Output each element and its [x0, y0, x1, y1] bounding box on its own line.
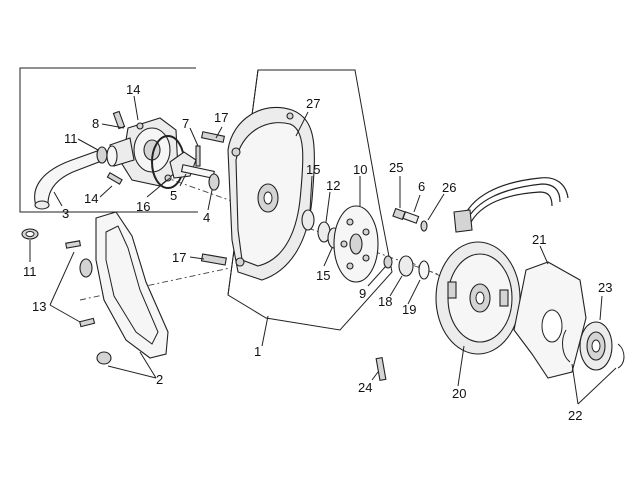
callout-labels: 14 8 11 3 14 16 7 5 4 17 11 13 17 27 15 …	[23, 82, 612, 423]
callout-3: 3	[62, 206, 69, 221]
water-pump-icon	[106, 117, 179, 187]
callout-15a: 15	[306, 162, 320, 177]
cover-group-frame	[227, 69, 393, 331]
side-cover-icon	[79, 211, 169, 365]
callout-2: 2	[156, 372, 163, 387]
callout-26: 26	[442, 180, 456, 195]
callout-21: 21	[532, 232, 546, 247]
circlip-right-icon	[617, 343, 625, 369]
callout-18: 18	[378, 294, 392, 309]
callout-17a: 17	[214, 110, 228, 125]
callout-25: 25	[389, 160, 403, 175]
leader-lines	[29, 95, 617, 405]
rotor-icon	[579, 321, 613, 371]
pulse-plate-hole	[541, 309, 563, 343]
callout-24: 24	[358, 380, 372, 395]
callout-22: 22	[568, 408, 582, 423]
washer-icon	[208, 173, 220, 191]
pump-shaft-icon	[169, 151, 215, 179]
bolt-icon	[65, 240, 82, 249]
callout-16: 16	[136, 199, 150, 214]
bolt-lower-icon	[200, 253, 227, 266]
pump-group-frame	[19, 67, 198, 213]
callout-5: 5	[170, 188, 177, 203]
callout-14a: 14	[126, 82, 140, 97]
flywheel-cover-icon	[227, 106, 315, 281]
callout-13: 13	[32, 299, 46, 314]
callout-1: 1	[254, 344, 261, 359]
circlip-icon	[562, 329, 571, 363]
flywheel-nut-icon	[398, 255, 414, 277]
fitting-ring-icon	[420, 220, 428, 232]
impeller-icon	[333, 205, 379, 283]
spacer-icon	[383, 255, 393, 269]
axis-side-cover	[79, 267, 231, 301]
callout-19: 19	[402, 302, 416, 317]
callout-23: 23	[598, 280, 612, 295]
hose-clamp-lower-inner	[25, 231, 35, 237]
callout-15b: 15	[316, 268, 330, 283]
callout-10: 10	[353, 162, 367, 177]
callout-12: 12	[326, 178, 340, 193]
callout-4: 4	[203, 210, 210, 225]
callout-27: 27	[306, 96, 320, 111]
callout-14b: 14	[84, 191, 98, 206]
fitting-icon	[402, 211, 420, 224]
callout-6: 6	[418, 179, 425, 194]
stator-icon	[435, 177, 569, 355]
callout-11b: 11	[23, 264, 37, 279]
bolt-icon	[79, 317, 96, 328]
pin-icon	[195, 145, 201, 167]
callout-7: 7	[182, 116, 189, 131]
bolt-24-icon	[375, 357, 387, 381]
bolt-icon	[106, 110, 126, 185]
nut-washer-icon	[418, 260, 430, 280]
callout-8: 8	[92, 116, 99, 131]
callout-20: 20	[452, 386, 466, 401]
callout-9: 9	[359, 286, 366, 301]
callout-17b: 17	[172, 250, 186, 265]
bearing-icon	[301, 209, 315, 231]
hose-clamp-icon	[96, 146, 108, 164]
bolt-upper-icon	[200, 131, 226, 143]
callout-11a: 11	[64, 131, 78, 146]
